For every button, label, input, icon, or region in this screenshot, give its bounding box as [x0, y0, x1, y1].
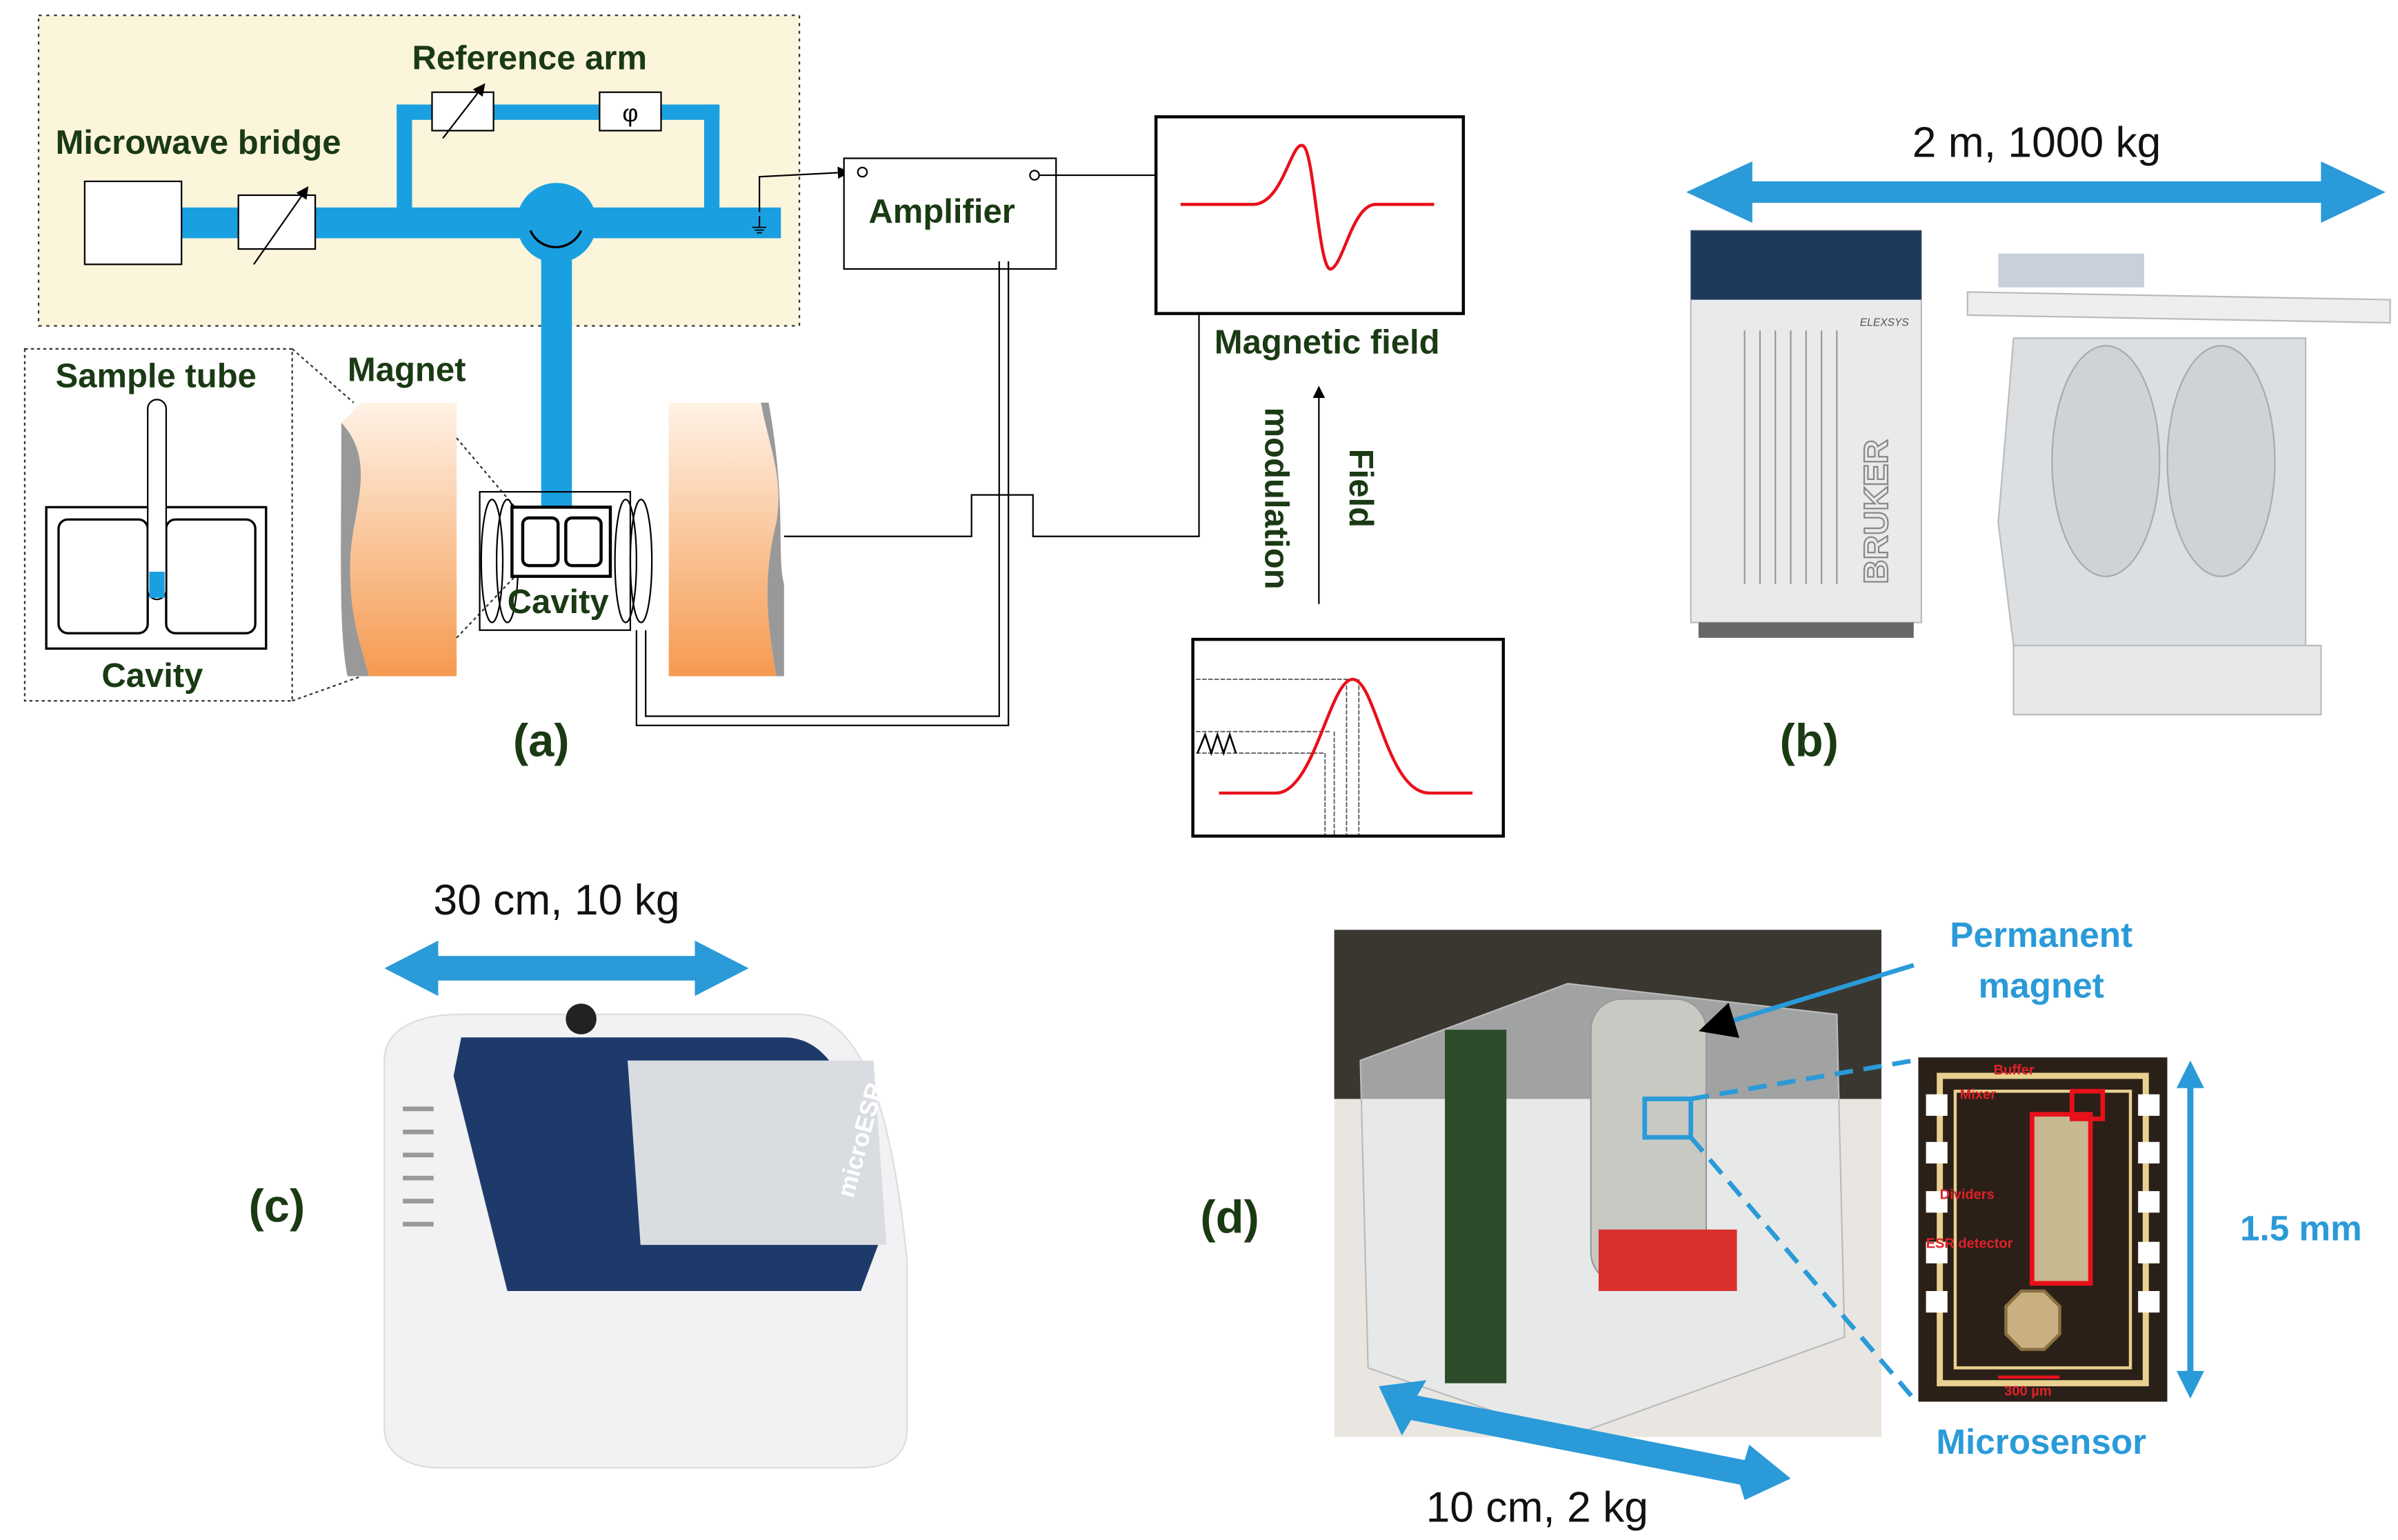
phase-symbol: φ [622, 99, 638, 127]
cavity-inset-label: Cavity [101, 657, 203, 694]
panel-label-c: (c) [249, 1181, 306, 1232]
chip-label-mixer: Mixer [1960, 1087, 1997, 1102]
bruker-logo: BRUKER [1858, 439, 1895, 584]
attenuator [237, 194, 317, 250]
elexsys-logo: ELEXSYS [1860, 317, 1910, 328]
chip-size-label: 1.5 mm [2240, 1208, 2362, 1248]
panel-label-b: (b) [1780, 714, 1839, 766]
microwave-bridge-box [37, 14, 801, 327]
microwave-source [83, 180, 183, 266]
sample-tube-label: Sample tube [55, 358, 256, 395]
amplifier-box [843, 157, 1057, 270]
magnet-left [341, 402, 457, 677]
amplifier-label: Amplifier [868, 193, 1015, 230]
dimension-arrow [384, 940, 749, 997]
panel-b: 2 m, 1000 kg BRUKER ELEXSYS (b) [1686, 119, 2391, 766]
microsensor-label: Microsensor [1936, 1422, 2146, 1461]
panel-label-a: (a) [513, 714, 570, 766]
derivative-signal [1180, 143, 1435, 271]
permanent-magnet-label-2: magnet [1979, 966, 2104, 1005]
microwave-bridge-label: Microwave bridge [55, 124, 341, 161]
panel-c: 30 cm, 10 kg microESR (c) [249, 877, 908, 1469]
panel-a: Microwave bridge Reference arm φ ⏚ Ampli… [23, 14, 1505, 838]
diode-icon: ⏚ [749, 214, 770, 239]
signal-display [1154, 115, 1466, 315]
dimension-label: 2 m, 1000 kg [1912, 119, 2161, 166]
portable-esr-photo [1334, 930, 1881, 1438]
dimension-label: 10 cm, 2 kg [1426, 1483, 1648, 1531]
spectrometer-console-photo: BRUKER ELEXSYS [1690, 230, 1923, 638]
chip-label-dividers: Dividers [1940, 1187, 1995, 1202]
magnet-right [668, 402, 779, 677]
magnet-label: Magnet [348, 352, 466, 389]
chip-label-esr-detector: ESR detector [1926, 1237, 2013, 1252]
modulation-plot [1191, 637, 1505, 838]
reference-arm-label: Reference arm [412, 39, 647, 77]
waveguide [181, 104, 781, 510]
micro-esr-device-photo: microESR [383, 1003, 908, 1469]
panel-d: 10 cm, 2 kg Permanent magnet Buffer Mixe… [1200, 915, 2361, 1531]
magnetic-field-label: Magnetic field [1215, 324, 1440, 361]
electromagnet-photo [1966, 253, 2391, 716]
dimension-label: 30 cm, 10 kg [433, 877, 679, 924]
absorption-signal [1219, 677, 1473, 795]
microsensor-chip-photo: Buffer Mixer Dividers ESR detector 300 µ… [1918, 1057, 2168, 1402]
height-arrow [2176, 1060, 2204, 1399]
phase-shifter [599, 91, 662, 132]
field-label: Field [1342, 449, 1379, 528]
chip-label-buffer: Buffer [1994, 1063, 2035, 1078]
circulator-icon [529, 230, 583, 249]
chip-label-scale: 300 µm [2004, 1384, 2051, 1399]
dimension-arrow [1379, 1380, 1791, 1501]
permanent-magnet-label-1: Permanent [1950, 915, 2132, 954]
cavity-label: Cavity [508, 583, 609, 621]
panel-label-d: (d) [1200, 1191, 1259, 1243]
modulation-label: modulation [1257, 408, 1295, 590]
sample-tube [147, 399, 168, 601]
dimension-arrow [1686, 161, 2386, 223]
